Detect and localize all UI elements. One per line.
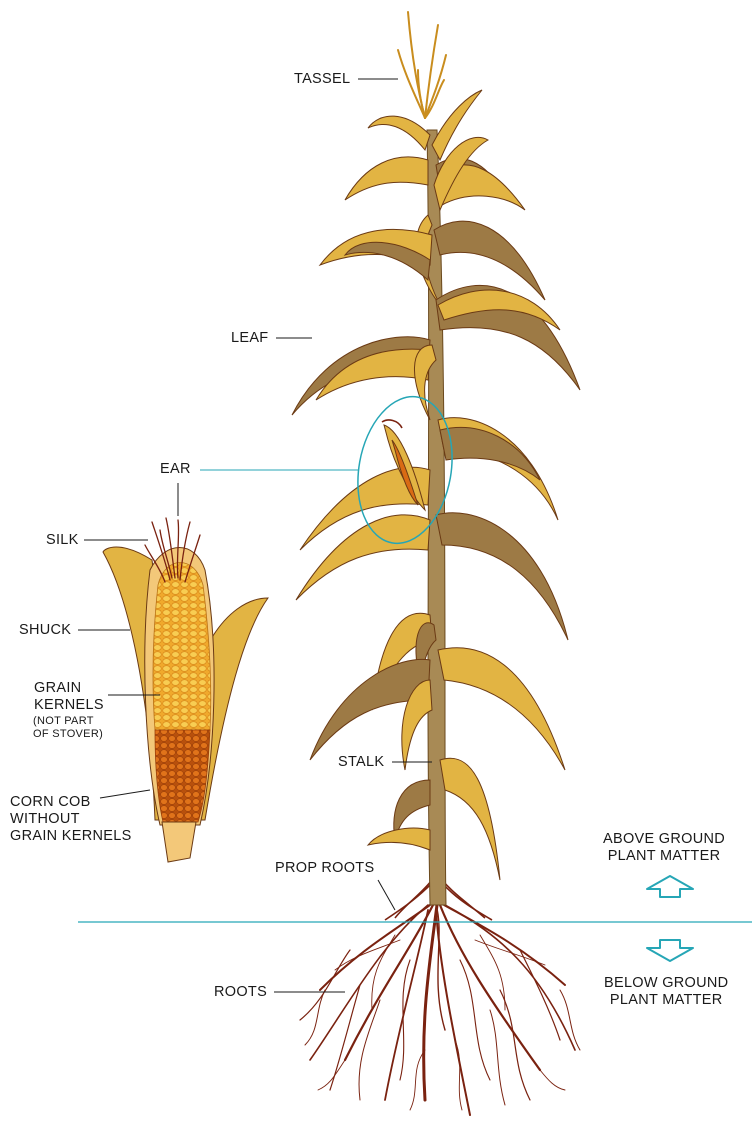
label-silk: SILK — [46, 532, 79, 549]
label-corn-cob: CORN COB WITHOUT GRAIN KERNELS — [10, 794, 132, 845]
label-above-ground: ABOVE GROUND PLANT MATTER — [603, 831, 725, 865]
label-grain-note-line2: OF STOVER) — [33, 728, 103, 741]
label-corn-cob-line3: GRAIN KERNELS — [10, 828, 132, 845]
label-below-ground-line1: BELOW GROUND — [604, 975, 728, 992]
label-grain-kernels-line2: KERNELS — [34, 697, 104, 714]
label-stalk: STALK — [338, 754, 384, 771]
label-shuck: SHUCK — [19, 622, 71, 639]
label-below-ground-line2: PLANT MATTER — [604, 992, 728, 1009]
label-ear: EAR — [160, 461, 191, 478]
label-above-ground-line2: PLANT MATTER — [603, 848, 725, 865]
label-grain-kernels-line1: GRAIN — [34, 680, 104, 697]
label-below-ground: BELOW GROUND PLANT MATTER — [604, 975, 728, 1009]
label-leaf: LEAF — [231, 330, 268, 347]
label-roots: ROOTS — [214, 984, 267, 1001]
tassel — [398, 12, 446, 118]
label-above-ground-line1: ABOVE GROUND — [603, 831, 725, 848]
roots — [300, 905, 580, 1115]
down-arrow-icon — [647, 940, 693, 961]
label-prop-roots: PROP ROOTS — [275, 860, 374, 877]
label-corn-cob-line1: CORN COB — [10, 794, 132, 811]
label-tassel: TASSEL — [294, 71, 350, 88]
label-grain-kernels: GRAIN KERNELS — [34, 680, 104, 714]
label-corn-cob-line2: WITHOUT — [10, 811, 132, 828]
label-grain-note-line1: (NOT PART — [33, 715, 103, 728]
label-grain-note: (NOT PART OF STOVER) — [33, 715, 103, 741]
up-arrow-icon — [647, 876, 693, 897]
